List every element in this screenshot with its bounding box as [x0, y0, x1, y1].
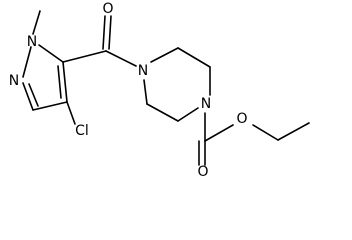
- atom-n1: N: [27, 34, 37, 50]
- chemical-structure: N N Cl O N N O O: [9, 1, 310, 178]
- bond-pip-top-right: [177, 47, 211, 68]
- bond-c5-carbonyl: [62, 50, 107, 63]
- atom-n2: N: [9, 73, 19, 89]
- bond-pip-bottom: [146, 103, 179, 122]
- atom-labels: N N Cl O N N O O: [9, 1, 248, 178]
- atom-n-piperazine-bottom: N: [201, 96, 211, 112]
- bond-carbonyl-npip: [105, 50, 137, 67]
- atom-n-piperazine-top: N: [138, 63, 148, 79]
- atom-o-carbonyl: O: [197, 164, 208, 178]
- bond-c4-c5: [62, 61, 68, 103]
- bond-c3-c4: [32, 101, 68, 111]
- bond-pip-n-top-right: [150, 47, 179, 63]
- bond-carbamate-oester: [204, 124, 234, 142]
- atom-o-ketone: O: [102, 1, 113, 17]
- atom-o-ester: O: [236, 111, 247, 127]
- bond-c4-cl: [66, 101, 76, 125]
- bonds: [22, 10, 310, 166]
- bond-carbonyl-o-double: [108, 15, 112, 50]
- bond-pip-left: [143, 79, 148, 105]
- bond-n1-n2: [22, 46, 32, 78]
- bond-c4-c5-double: [57, 65, 62, 99]
- bond-oester-ch2: [252, 124, 279, 141]
- bond-carbonyl-o: [102, 15, 106, 50]
- bond-n2-c3: [22, 82, 34, 111]
- bond-pip-bottom-left: [177, 107, 199, 122]
- bond-c5-n1: [38, 44, 64, 63]
- bond-n1-methyl: [32, 10, 41, 35]
- bond-n2-c3-double: [28, 83, 39, 107]
- atom-cl: Cl: [75, 123, 89, 139]
- bond-ch2-ch3: [277, 122, 310, 141]
